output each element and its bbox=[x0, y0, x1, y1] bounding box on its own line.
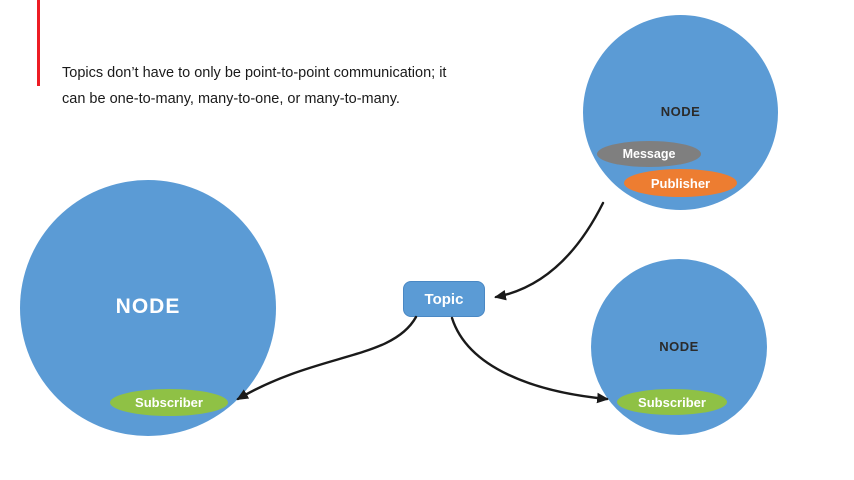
node-label-top-right: NODE bbox=[660, 104, 701, 119]
caption: Topics don’t have to only be point-to-po… bbox=[62, 60, 512, 112]
subscriber-badge-left: Subscriber bbox=[110, 389, 228, 416]
publisher-badge: Publisher bbox=[624, 169, 737, 197]
arrow-publisher-to-topic bbox=[494, 201, 605, 301]
subscriber-label-bottom-right: Subscriber bbox=[638, 394, 706, 410]
message-label: Message bbox=[622, 147, 676, 161]
caption-line-1: Topics don’t have to only be point-to-po… bbox=[62, 65, 447, 81]
node-label-left: NODE bbox=[115, 295, 181, 318]
node-label-bottom-right: NODE bbox=[659, 339, 699, 354]
subscriber-label-left: Subscriber bbox=[135, 395, 203, 410]
message-badge: Message bbox=[597, 141, 701, 167]
topic-box: Topic bbox=[403, 281, 485, 317]
topic-label: Topic bbox=[424, 290, 464, 308]
publisher-label: Publisher bbox=[650, 175, 711, 191]
subscriber-badge-bottom-right: Subscriber bbox=[617, 389, 727, 415]
caption-line-2: can be one-to-many, many-to-one, or many… bbox=[62, 91, 400, 107]
arrow-topic-to-right-subscriber bbox=[450, 316, 609, 404]
accent-bar bbox=[37, 0, 40, 86]
